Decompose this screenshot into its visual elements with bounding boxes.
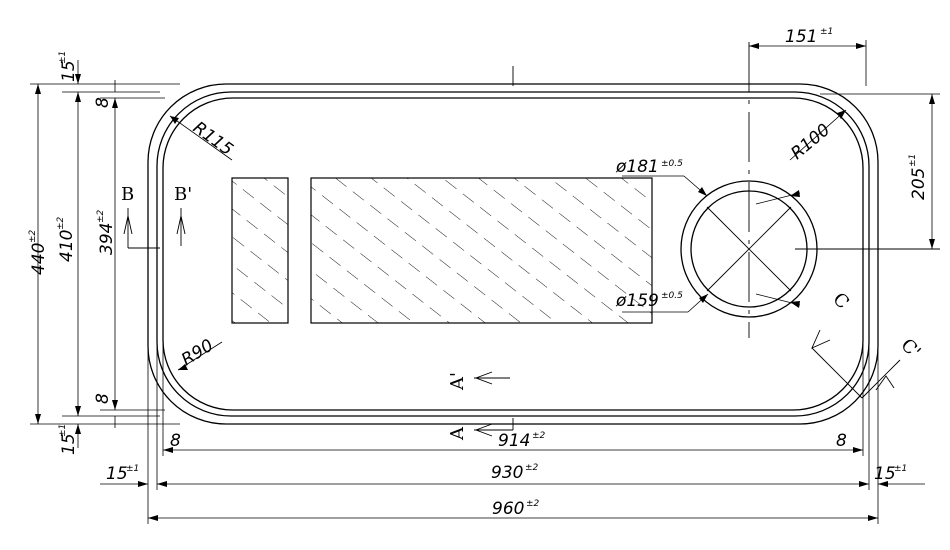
dim-8-top-value: 8 — [93, 97, 113, 108]
hatched-panels — [231, 177, 653, 324]
section-c-prime: C' — [896, 335, 924, 363]
dim-410-value: 410 — [57, 230, 77, 262]
section-a-prime: A' — [447, 372, 468, 391]
dim-8-bottom-value: 8 — [93, 393, 113, 404]
large-hatched-panel — [310, 177, 653, 324]
dim-15-top-value: 15 — [59, 60, 79, 82]
section-c: C — [828, 289, 853, 314]
diameter-181-tol: ±0.5 — [661, 159, 683, 169]
dim-930-tol: ±2 — [525, 463, 539, 473]
dim-960-value: 960 — [492, 499, 524, 519]
dim-914-value: 914 — [498, 431, 530, 451]
dim-8-right-value: 8 — [836, 431, 847, 451]
section-a: A — [447, 426, 468, 441]
dim-410-tol: ±2 — [56, 216, 66, 230]
dim-394-value: 394 — [97, 223, 117, 255]
diameter-159: ø159 — [615, 291, 659, 311]
dim-205-value: 205 — [909, 168, 929, 200]
drain-hole — [680, 42, 940, 338]
drain-cross-2 — [706, 206, 792, 292]
dim-15-bottom-tol: ±1 — [58, 424, 68, 437]
section-b: B — [121, 184, 134, 205]
dim-15-right-tol: ±1 — [894, 464, 907, 474]
dim-394-tol: ±2 — [96, 209, 106, 223]
dim-440-tol: ±2 — [28, 229, 38, 243]
dim-205-tol: ±1 — [908, 154, 918, 167]
small-hatched-panel — [231, 177, 289, 324]
dim-151: 151 ±1 — [749, 27, 867, 86]
dim-914-tol: ±2 — [532, 431, 546, 441]
dim-15-left-value: 15 — [106, 464, 128, 484]
dim-151-value: 151 — [785, 27, 817, 47]
diameter-181: ø181 — [615, 157, 659, 177]
dim-205: 205 ±1 — [820, 93, 940, 249]
dim-8-left-value: 8 — [170, 431, 181, 451]
dim-15-left-tol: ±1 — [126, 464, 139, 474]
left-dimensions: 440 ±2 410 ±2 394 ±2 15 ±1 15 ±1 8 8 — [28, 51, 180, 455]
dim-15-bottom-value: 15 — [59, 433, 79, 455]
dim-960-tol: ±2 — [526, 499, 540, 509]
section-b-prime: B' — [174, 184, 192, 205]
radius-r115: R115 — [189, 118, 237, 160]
dim-930-value: 930 — [491, 463, 523, 483]
rim-outline — [156, 91, 870, 417]
diameter-159-tol: ±0.5 — [661, 291, 683, 301]
dim-440-value: 440 — [29, 243, 49, 275]
bottom-dimensions: 914 ±2 930 ±2 960 ±2 15 ±1 15 ±1 8 8 — [100, 330, 925, 524]
dim-15-top-tol: ±1 — [58, 51, 68, 64]
bowl-outline — [162, 97, 864, 411]
diameter-callouts: ø181 ±0.5 ø159 ±0.5 — [615, 157, 801, 313]
dim-151-tol: ±1 — [820, 27, 833, 37]
dim-15-right-value: 15 — [874, 464, 896, 484]
